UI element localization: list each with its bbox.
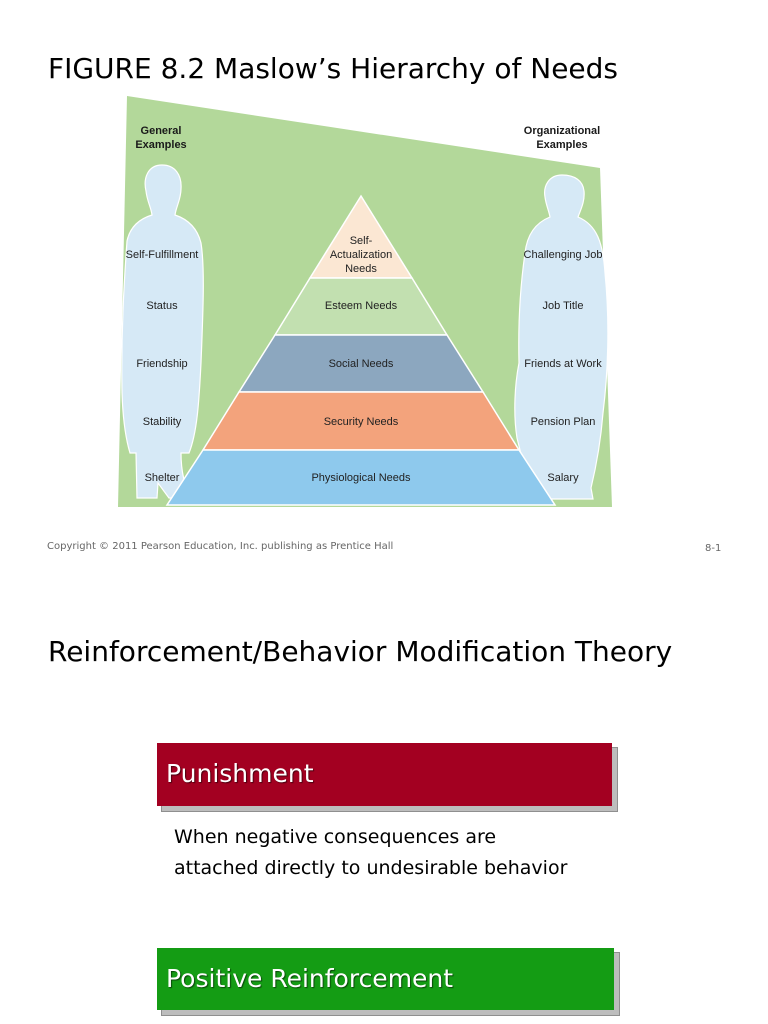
general-example: Status <box>146 300 178 312</box>
general-example: Friendship <box>136 358 187 370</box>
punishment-description-line: attached directly to undesirable behavio… <box>174 857 568 879</box>
maslow-figure: Self- Actualization Needs Esteem Needs S… <box>118 96 612 507</box>
level-label-esteem: Esteem Needs <box>325 300 398 312</box>
general-example: Self-Fulfillment <box>126 249 199 261</box>
general-example: Shelter <box>145 472 180 484</box>
punishment-label: Punishment <box>166 759 314 788</box>
copyright-footer: Copyright © 2011 Pearson Education, Inc.… <box>47 541 394 552</box>
level-label-self-actualization-3: Needs <box>345 263 377 275</box>
level-label-physiological: Physiological Needs <box>311 472 411 484</box>
level-label-self-actualization-2: Actualization <box>330 249 392 261</box>
positive-reinforcement-label: Positive Reinforcement <box>166 964 454 993</box>
general-example: Stability <box>143 416 182 428</box>
slide-title: FIGURE 8.2 Maslow’s Hierarchy of Needs <box>48 52 619 85</box>
organizational-example: Challenging Job <box>524 249 603 261</box>
organizational-example: Job Title <box>543 300 584 312</box>
general-examples-header-1: General <box>141 125 182 137</box>
organizational-example: Salary <box>547 472 579 484</box>
punishment-description: When negative consequences are attached … <box>174 822 567 884</box>
general-examples-header-2: Examples <box>135 139 186 151</box>
level-label-security: Security Needs <box>324 416 399 428</box>
organizational-example: Pension Plan <box>531 416 596 428</box>
level-label-self-actualization-1: Self- <box>350 235 373 247</box>
organizational-example: Friends at Work <box>524 358 602 370</box>
page-number: 8-1 <box>705 543 722 554</box>
level-label-social: Social Needs <box>329 358 394 370</box>
punishment-box: Punishment <box>157 743 612 806</box>
organizational-examples-header-1: Organizational <box>524 125 600 137</box>
organizational-examples-header-2: Examples <box>536 139 587 151</box>
level-physiological <box>165 449 557 506</box>
positive-reinforcement-box: Positive Reinforcement <box>157 948 614 1010</box>
slide-title: Reinforcement/Behavior Modification Theo… <box>48 635 673 668</box>
punishment-description-line: When negative consequences are <box>174 826 497 848</box>
